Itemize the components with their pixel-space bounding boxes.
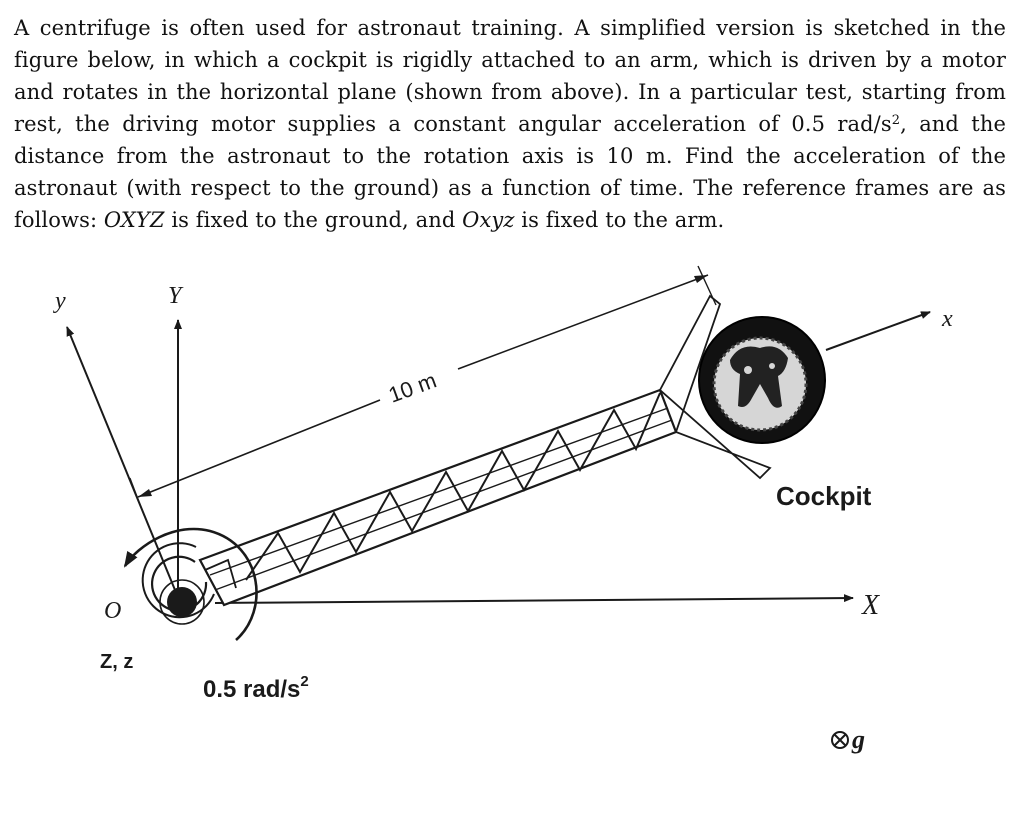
problem-text-2: , and the distance from the astronaut to…	[14, 112, 1006, 232]
problem-superscript: 2	[891, 113, 901, 128]
label-y: y	[53, 288, 66, 314]
problem-text-1: A centrifuge is often used for astronaut…	[14, 16, 1006, 136]
x-axis	[825, 311, 931, 351]
label-Zz: Z, z	[100, 651, 133, 673]
label-cockpit: Cockpit	[776, 481, 872, 511]
dimension-10m	[129, 265, 717, 516]
X-axis	[214, 594, 854, 604]
problem-statement: A centrifuge is often used for astronaut…	[14, 12, 1006, 236]
hub	[141, 542, 215, 625]
astronaut-icon	[730, 346, 788, 408]
centrifuge-arm	[198, 294, 772, 607]
into-page-icon	[831, 731, 849, 749]
y-axis	[66, 326, 176, 591]
cockpit	[698, 316, 826, 444]
problem-text-4: is fixed to the arm.	[514, 208, 725, 232]
label-O: O	[104, 598, 121, 624]
frame-fixed-label: OXYZ	[103, 208, 165, 232]
angular-acceleration-arrow	[123, 527, 258, 641]
centrifuge-figure: y Y x X O Z, z 10 m Cockpit 0.5 rad/s2 g	[53, 265, 953, 754]
label-angular-acceleration: 0.5 rad/s2	[203, 673, 309, 703]
label-x: x	[941, 306, 953, 332]
problem-text-3: is fixed to the ground, and	[164, 208, 463, 232]
frame-arm-label: Oxyz	[462, 208, 515, 232]
label-gravity: g	[851, 725, 865, 754]
gravity-indicator: g	[831, 725, 865, 754]
label-distance: 10 m	[385, 367, 440, 407]
label-X: X	[861, 590, 880, 621]
label-Y: Y	[168, 283, 184, 309]
